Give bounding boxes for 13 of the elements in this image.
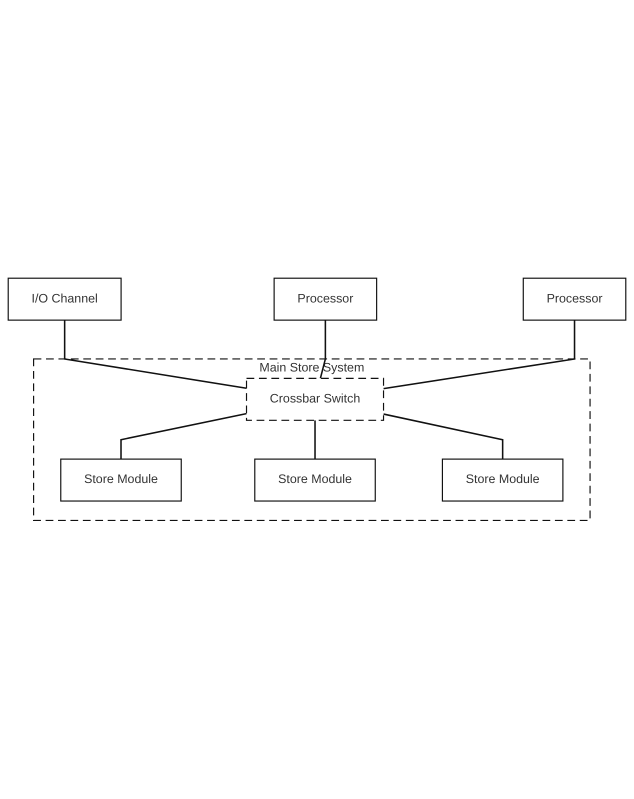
connector (383, 413, 504, 460)
node-box: Store Module (254, 458, 376, 502)
connector (64, 320, 247, 390)
node-box: Store Module (442, 458, 564, 502)
connector (120, 413, 247, 460)
connector (383, 320, 576, 390)
node-box: Processor (522, 278, 626, 321)
node-box: I/O Channel (8, 278, 122, 321)
node-box: Processor (274, 278, 378, 321)
connector (314, 420, 316, 460)
connector (320, 320, 326, 379)
node-box: Store Module (60, 458, 182, 502)
node-box: Crossbar Switch (246, 378, 384, 422)
